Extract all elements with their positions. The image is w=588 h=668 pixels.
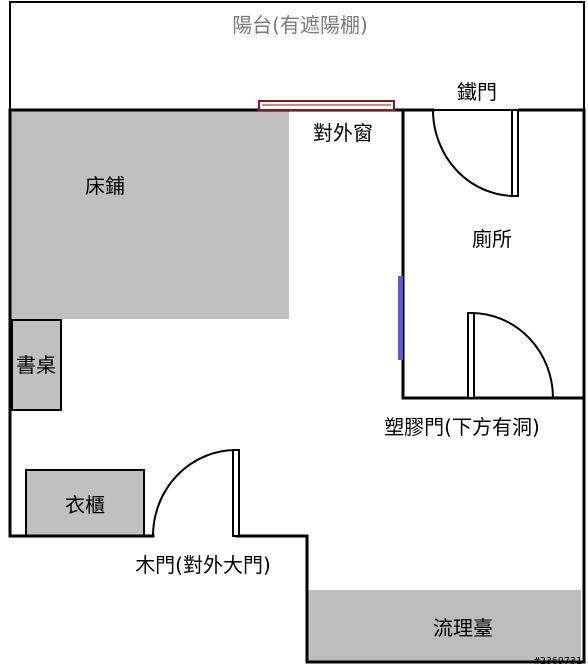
bed	[10, 111, 289, 319]
outer-window-label: 對外窗	[313, 121, 373, 145]
desk-label: 書桌	[16, 353, 56, 377]
bed-label: 床鋪	[85, 174, 125, 198]
plastic-door-label: 塑膠門(下方有洞)	[384, 415, 540, 439]
bathroom-partition	[398, 276, 403, 360]
watermark: #2369731	[534, 656, 582, 667]
sink-counter	[307, 590, 581, 661]
iron-door-label: 鐵門	[457, 80, 497, 104]
iron-door	[432, 109, 519, 197]
sink-counter-label: 流理臺	[433, 616, 493, 640]
desk	[11, 319, 62, 411]
wardrobe-label: 衣櫃	[65, 493, 105, 517]
balcony-label: 陽台(有遮陽棚)	[232, 13, 368, 37]
wood-door-label: 木門(對外大門)	[135, 553, 271, 577]
wood-door	[152, 449, 240, 537]
plastic-door	[467, 312, 554, 399]
bathroom-label: 廁所	[472, 227, 512, 251]
